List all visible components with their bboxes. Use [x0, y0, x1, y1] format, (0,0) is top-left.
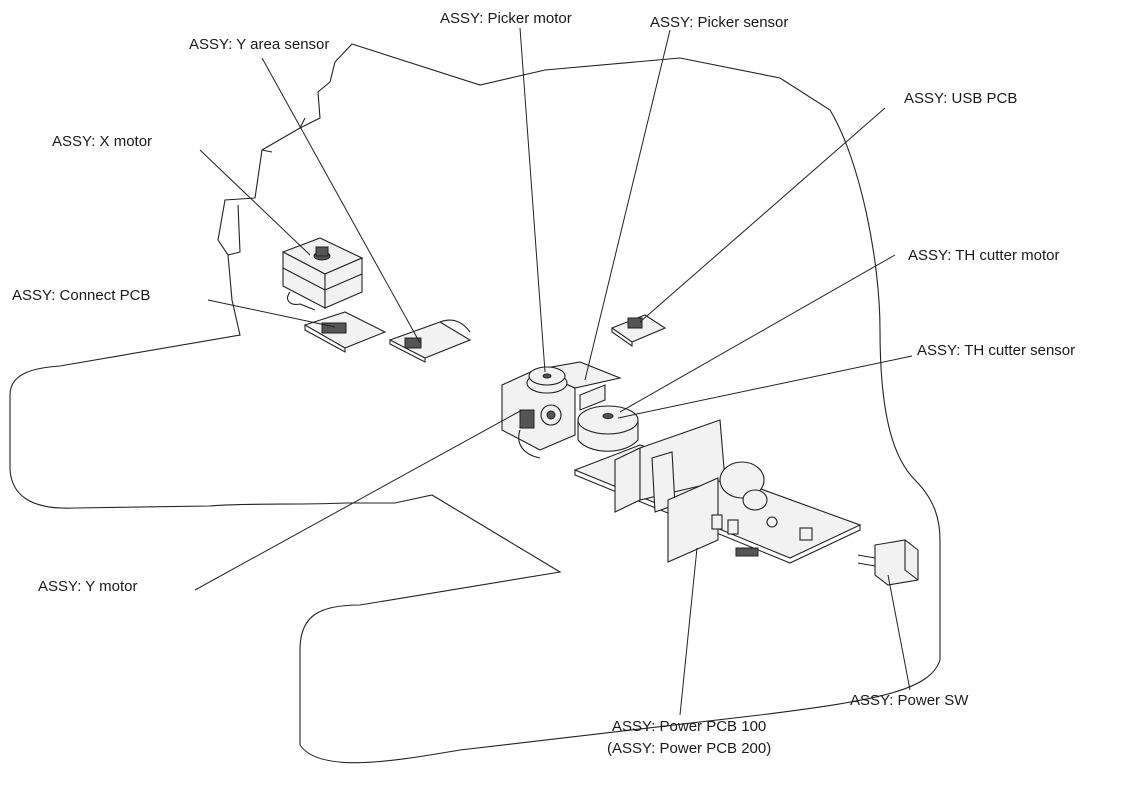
connect-pcb-part	[303, 311, 387, 353]
housing-inner-edge	[227, 117, 306, 256]
leader-picker-sensor	[584, 29, 671, 381]
label-usb-pcb: ASSY: USB PCB	[904, 90, 1018, 107]
leader-x-motor	[199, 149, 311, 256]
label-power-pcb-100: ASSY: Power PCB 100	[612, 718, 767, 735]
x-motor-part	[281, 237, 364, 311]
y-area-sensor-part	[388, 319, 472, 363]
leader-power-sw	[887, 574, 911, 691]
label-power-pcb-200: (ASSY: Power PCB 200)	[607, 740, 772, 757]
label-y-motor: ASSY: Y motor	[38, 578, 138, 595]
leader-connect-pcb	[207, 299, 336, 328]
label-x-motor: ASSY: X motor	[52, 133, 153, 150]
label-picker-sensor: ASSY: Picker sensor	[650, 14, 789, 31]
y-motor-assembly-part	[501, 361, 622, 459]
housing-outline	[9, 43, 941, 764]
leader-th-cutter-motor	[619, 254, 896, 413]
leader-picker-motor	[519, 27, 546, 373]
leader-th-cutter-sensor	[617, 355, 913, 419]
th-cutter-motor-part	[577, 405, 639, 452]
label-connect-pcb: ASSY: Connect PCB	[12, 287, 151, 304]
label-th-cutter-sensor: ASSY: TH cutter sensor	[917, 342, 1076, 359]
label-picker-motor: ASSY: Picker motor	[440, 10, 572, 27]
power-pcb-part	[573, 419, 862, 564]
leader-lines	[194, 27, 913, 716]
leader-y-area-sensor	[261, 57, 421, 344]
leader-y-motor	[194, 409, 523, 591]
label-y-area-sensor: ASSY: Y area sensor	[189, 36, 330, 53]
leader-usb-pcb	[639, 107, 886, 323]
power-sw-part	[857, 539, 919, 586]
usb-pcb-part	[610, 314, 667, 348]
leader-power-pcb	[679, 547, 698, 716]
label-th-cutter-motor: ASSY: TH cutter motor	[908, 247, 1060, 264]
label-power-sw: ASSY: Power SW	[850, 692, 969, 709]
